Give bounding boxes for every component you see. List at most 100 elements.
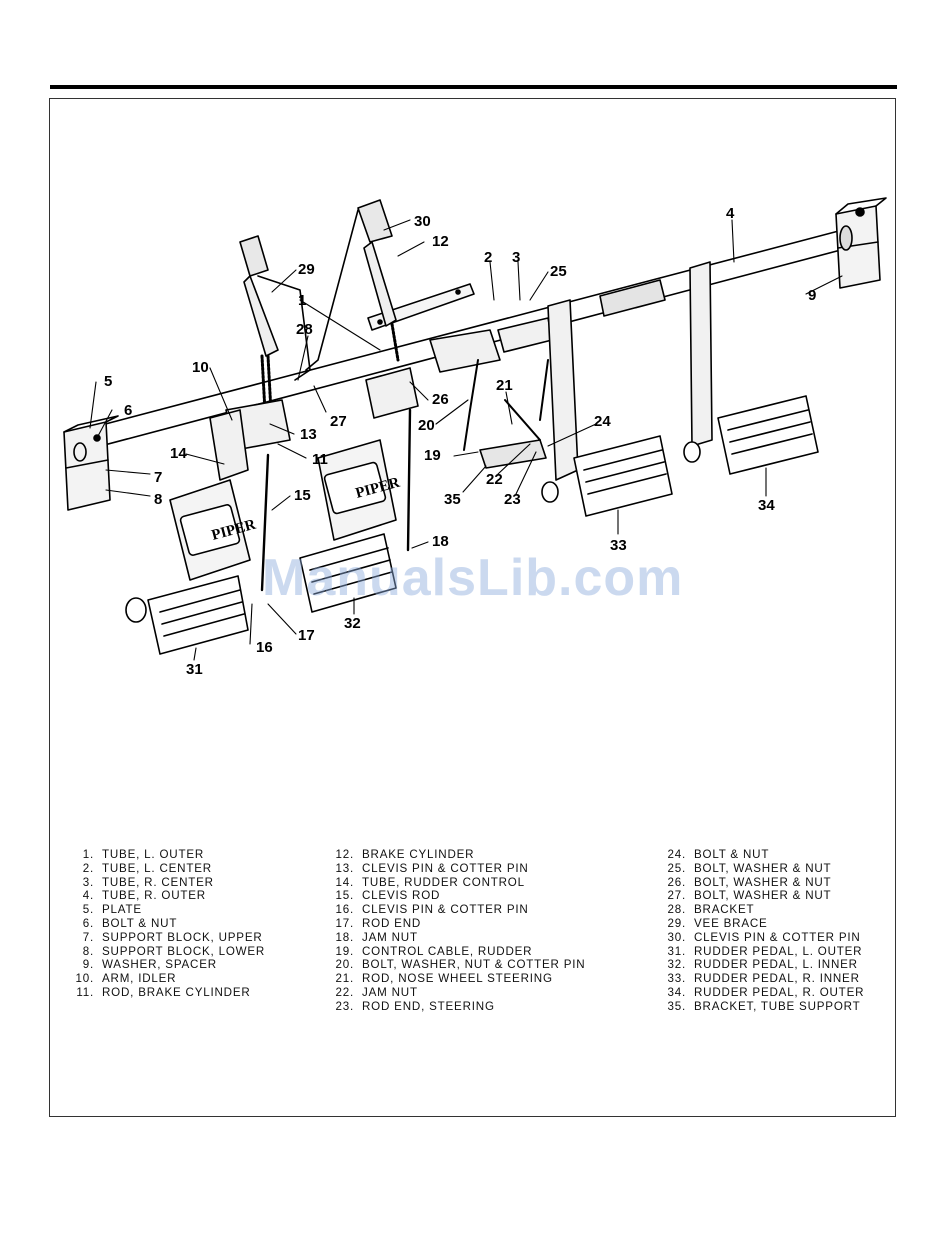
legend-item-label: CLEVIS PIN & COTTER PIN <box>362 861 529 875</box>
callout-13: 13 <box>300 426 317 443</box>
legend-item-label: BOLT, WASHER, NUT & COTTER PIN <box>362 958 586 972</box>
right-idler-arm <box>365 367 419 419</box>
legend-item-label: BRACKET, TUBE SUPPORT <box>694 999 861 1013</box>
pedal-outer-right <box>717 395 819 475</box>
tube-support-bracket <box>479 439 547 469</box>
legend-item-number: 5. <box>82 903 94 917</box>
legend-item-number: 4. <box>82 889 94 903</box>
legend-item-label: SUPPORT BLOCK, UPPER <box>102 930 263 944</box>
callout-15: 15 <box>294 487 311 504</box>
callout-35: 35 <box>444 491 461 508</box>
legend-item-number: 23. <box>335 999 354 1013</box>
legend-item-label: TUBE, L. CENTER <box>102 861 212 875</box>
right-clevis-rod <box>406 408 412 552</box>
left-support-block <box>63 421 111 511</box>
callout-14: 14 <box>170 445 187 462</box>
legend-item: 28.BRACKET <box>666 903 864 917</box>
legend-item: 21.ROD, NOSE WHEEL STEERING <box>334 972 585 986</box>
callout-18: 18 <box>432 533 449 550</box>
nose-wheel-steering-rod <box>504 399 541 441</box>
legend-item: 13. CLEVIS PIN & COTTER PIN <box>334 862 585 876</box>
legend-item-number: 13. <box>335 861 354 875</box>
legend-item: 2. TUBE, L. CENTER <box>74 862 265 876</box>
legend-item: 25.BOLT, WASHER & NUT <box>666 862 864 876</box>
callout-28: 28 <box>296 321 313 338</box>
assembly-drawing <box>63 197 887 661</box>
legend-item-number: 15. <box>335 889 354 903</box>
legend-item-number: 31. <box>667 944 686 958</box>
callout-29: 29 <box>298 261 315 278</box>
legend-item-label: ROD, BRAKE CYLINDER <box>102 985 251 999</box>
legend-item-number: 8. <box>82 944 94 958</box>
legend-item-label: TUBE, RUDDER CONTROL <box>362 875 525 889</box>
right-brake-cylinder <box>363 241 397 327</box>
callout-23: 23 <box>504 491 521 508</box>
callout-33: 33 <box>610 537 627 554</box>
legend-item-number: 33. <box>667 972 686 986</box>
tube-outline-top <box>74 227 851 433</box>
callout-labels: 1 2 3 4 5 6 7 8 9 10 11 12 13 14 15 16 1… <box>104 205 816 678</box>
legend-item: 10.ARM, IDLER <box>74 972 265 986</box>
callout-6: 6 <box>124 402 132 419</box>
legend-item-number: 18. <box>335 930 354 944</box>
legend-item: 4.TUBE, R. OUTER <box>74 889 265 903</box>
legend-item-label: ARM, IDLER <box>102 972 177 986</box>
callout-26: 26 <box>432 391 449 408</box>
legend-item-label: RUDDER PEDAL, R. OUTER <box>694 985 865 999</box>
legend-item-number: 28. <box>667 903 686 917</box>
legend-item: 12.BRAKE CYLINDER <box>334 848 585 862</box>
legend-item-number: 25. <box>667 861 686 875</box>
legend-item-label: CLEVIS PIN & COTTER PIN <box>694 930 861 944</box>
legend-item-label: CLEVIS PIN & COTTER PIN <box>362 903 529 917</box>
callout-2: 2 <box>484 249 492 266</box>
legend-item-number: 24. <box>667 848 686 861</box>
legend-item: 31.RUDDER PEDAL, L. OUTER <box>666 945 864 959</box>
legend-item: 20.BOLT, WASHER, NUT & COTTER PIN <box>334 958 585 972</box>
legend-item-label: BOLT & NUT <box>102 916 178 930</box>
legend-item: 18. JAM NUT <box>334 931 585 945</box>
callout-20: 20 <box>418 417 435 434</box>
left-clevis-rod <box>260 453 270 592</box>
legend-item-label: BOLT, WASHER & NUT <box>694 889 832 903</box>
legend-item-label: SUPPORT BLOCK, LOWER <box>102 944 266 958</box>
legend-item: 11.ROD, BRAKE CYLINDER <box>74 986 265 1000</box>
legend-item-label: JAM NUT <box>362 930 418 944</box>
legend-item: 3.TUBE, R. CENTER <box>74 876 265 890</box>
legend-item-number: 26. <box>667 875 686 889</box>
pedal-inner-right <box>573 435 673 517</box>
legend-item-number: 1. <box>82 848 94 861</box>
right-outer-pedal-arm <box>689 261 713 447</box>
legend-item-number: 2. <box>82 861 94 875</box>
pedal-inner-left <box>299 439 397 613</box>
right-cylinder-head <box>357 199 393 243</box>
legend-item-label: CLEVIS ROD <box>362 889 441 903</box>
legend-item-label: RUDDER PEDAL, L. INNER <box>694 958 858 972</box>
callout-30: 30 <box>414 213 431 230</box>
legend-item-label: WASHER, SPACER <box>102 958 217 972</box>
callout-4: 4 <box>726 205 735 222</box>
callout-17: 17 <box>298 627 315 644</box>
legend-item-label: TUBE, R. CENTER <box>102 875 214 889</box>
legend-item: 17.ROD END <box>334 917 585 931</box>
legend-item-label: ROD END <box>362 916 422 930</box>
legend-item: 24.BOLT & NUT <box>666 848 864 862</box>
legend-item-number: 29. <box>667 916 686 930</box>
callout-31: 31 <box>186 661 203 678</box>
callout-22: 22 <box>486 471 503 488</box>
legend-item-number: 9. <box>82 958 94 972</box>
legend-item-label: CONTROL CABLE, RUDDER <box>362 944 533 958</box>
callout-19: 19 <box>424 447 441 464</box>
legend-item-number: 12. <box>335 848 354 861</box>
watermark: ManualsLib.com <box>262 549 684 607</box>
callout-12: 12 <box>432 233 449 250</box>
right-vee-brace <box>305 209 359 371</box>
callout-7: 7 <box>154 469 162 486</box>
legend-item: 27.BOLT, WASHER & NUT <box>666 889 864 903</box>
legend-item: 5.PLATE <box>74 903 265 917</box>
legend-item: 35.BRACKET, TUBE SUPPORT <box>666 1000 864 1014</box>
callout-10: 10 <box>192 359 209 376</box>
legend-item-number: 32. <box>667 958 686 972</box>
legend-item-label: ROD END, STEERING <box>362 999 495 1013</box>
legend-item: 1.TUBE, L. OUTER <box>74 848 265 862</box>
